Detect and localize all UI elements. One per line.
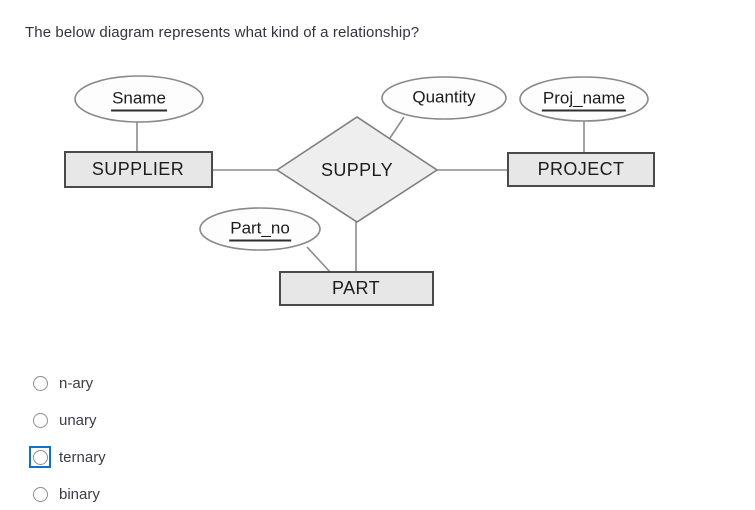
connector-quantity-supply <box>387 116 405 142</box>
radio-focus-ring <box>29 372 51 394</box>
option-binary[interactable]: binary <box>29 483 106 505</box>
question-text: The below diagram represents what kind o… <box>25 24 420 41</box>
option-n-ary[interactable]: n-ary <box>29 372 106 394</box>
radio-unchecked-icon[interactable] <box>32 449 48 465</box>
quantity-attribute-ellipse <box>381 76 507 120</box>
radio-unchecked-icon[interactable] <box>32 412 48 428</box>
option-unary[interactable]: unary <box>29 409 106 431</box>
radio-focus-ring <box>29 446 51 468</box>
relationship-label-supply: SUPPLY <box>320 160 394 180</box>
attribute-label-projname: Proj_name <box>541 88 627 112</box>
option-ternary[interactable]: ternary <box>29 446 106 468</box>
entity-label-project: PROJECT <box>537 159 625 179</box>
radio-unchecked-icon[interactable] <box>32 375 48 391</box>
radio-focus-ring <box>29 483 51 505</box>
entity-label-part: PART <box>332 278 380 298</box>
option-label: unary <box>59 411 97 429</box>
connector-partno-part <box>306 246 332 274</box>
radio-unchecked-icon[interactable] <box>32 486 48 502</box>
partno-attribute-ellipse <box>199 207 321 251</box>
entity-label-supplier: SUPPLIER <box>91 159 185 179</box>
option-label: ternary <box>59 448 106 466</box>
part-entity-box <box>279 271 434 306</box>
answer-options-list: n-ary unary ternary binary <box>29 372 106 505</box>
radio-focus-ring <box>29 409 51 431</box>
supplier-entity-box <box>64 151 213 188</box>
attribute-label-quantity: Quantity <box>412 87 476 107</box>
attribute-label-sname: Sname <box>111 88 167 112</box>
attribute-label-partno: Part_no <box>229 218 291 242</box>
sname-attribute-ellipse <box>74 75 204 123</box>
project-entity-box <box>507 152 655 187</box>
option-label: binary <box>59 485 100 503</box>
supply-relationship-diamond <box>275 116 439 223</box>
option-label: n-ary <box>59 374 94 392</box>
projname-attribute-ellipse <box>519 76 649 122</box>
